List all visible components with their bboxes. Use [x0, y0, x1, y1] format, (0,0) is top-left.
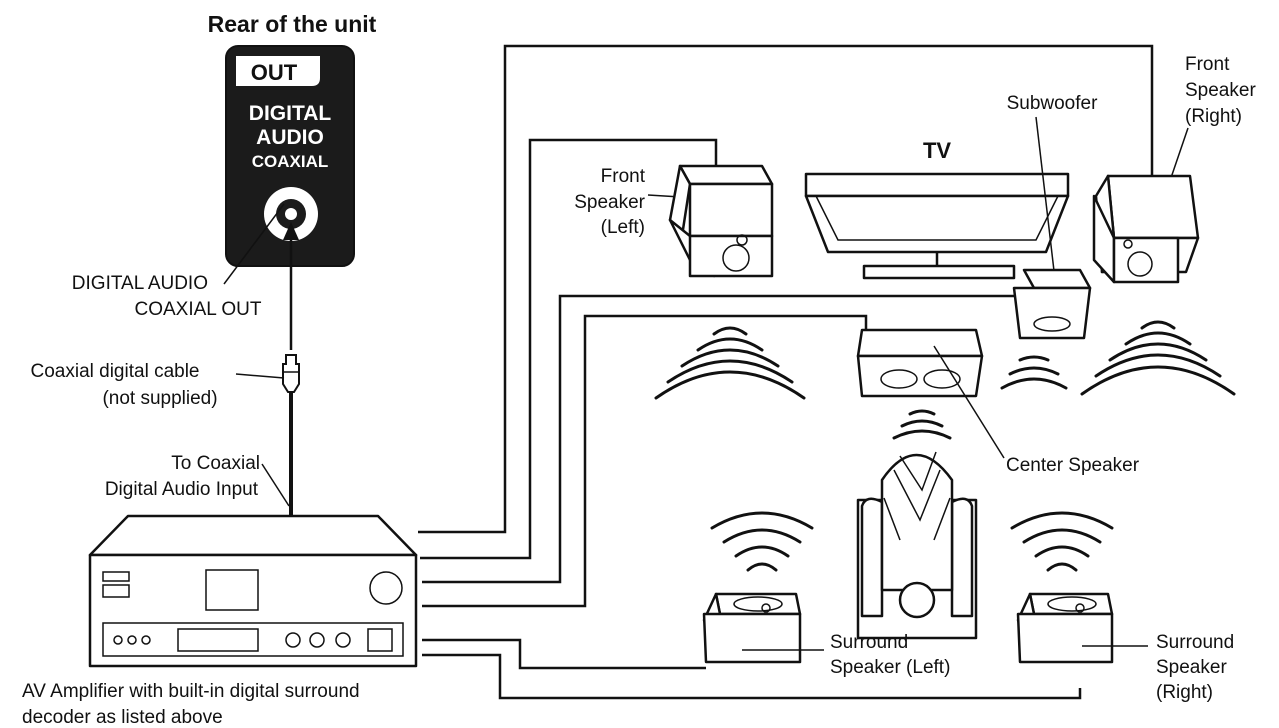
- front-speaker-left-icon: [668, 164, 774, 278]
- front-right-label-1: Front: [1185, 54, 1230, 75]
- surround-right-label-3: (Right): [1156, 682, 1213, 703]
- amp-label-line2: decoder as listed above: [22, 707, 223, 728]
- surround-speaker-left-icon: [702, 592, 802, 664]
- coaxial-jack-pin: [285, 208, 297, 220]
- av-amplifier: [88, 514, 418, 668]
- wire-surround-right: [422, 653, 1082, 700]
- panel-out-label: OUT: [251, 60, 298, 85]
- jack-leader: [223, 203, 285, 285]
- tv-icon: [804, 172, 1070, 280]
- wave-surround-left: [710, 511, 814, 572]
- wave-center: [892, 409, 952, 440]
- input-label-line2: Digital Audio Input: [105, 479, 259, 500]
- subwoofer-leader: [1035, 116, 1057, 289]
- jack-label-line1: DIGITAL AUDIO: [72, 273, 208, 294]
- input-leader: [261, 463, 290, 507]
- coaxial-plug-icon: [282, 354, 300, 393]
- panel-line2: AUDIO: [256, 126, 324, 149]
- wire-surround-left: [422, 638, 706, 670]
- amp-indicator-1: [102, 571, 130, 582]
- tv-label: TV: [923, 138, 951, 163]
- amp-control-strip: [102, 622, 404, 657]
- amp-label-line1: AV Amplifier with built-in digital surro…: [22, 681, 360, 702]
- wire-center: [422, 314, 868, 608]
- panel-line1: DIGITAL: [249, 102, 332, 125]
- amp-top: [88, 514, 418, 557]
- jack-arrow-icon: [283, 222, 299, 240]
- panel-line3: COAXIAL: [252, 152, 329, 171]
- wave-front-right: [1080, 320, 1236, 396]
- rear-panel: OUT DIGITAL AUDIO COAXIAL: [225, 45, 355, 267]
- rear-heading: Rear of the unit: [208, 11, 377, 37]
- center-speaker-icon: [856, 328, 984, 398]
- front-right-label-3: (Right): [1185, 106, 1242, 127]
- amp-volume-knob-icon: [369, 571, 403, 605]
- front-left-label-3: (Left): [601, 217, 645, 238]
- front-left-label-2: Speaker: [574, 192, 645, 213]
- wire-front-right: [418, 44, 1154, 534]
- wave-surround-right: [1010, 511, 1114, 572]
- listener-icon: [856, 451, 978, 640]
- wire-subwoofer: [422, 294, 1020, 584]
- cable-label-line1: Coaxial digital cable: [31, 361, 200, 382]
- surround-left-label-1: Surround: [830, 632, 908, 653]
- cable-leader: [235, 373, 285, 379]
- front-right-label-2: Speaker: [1185, 80, 1256, 101]
- subwoofer-label: Subwoofer: [1007, 93, 1099, 114]
- front-left-label-1: Front: [601, 166, 646, 187]
- speaker-wires: [418, 44, 1154, 700]
- panel-tab: [236, 56, 320, 86]
- jack-label-line2: COAXIAL OUT: [134, 299, 261, 320]
- subwoofer-icon: [1012, 268, 1092, 340]
- center-leader: [933, 345, 1005, 459]
- amp-indicator-2: [102, 584, 130, 598]
- wave-front-left: [654, 326, 806, 400]
- cable-label-line2: (not supplied): [102, 388, 217, 409]
- wave-subwoofer: [1000, 355, 1068, 390]
- wire-front-left: [420, 138, 718, 560]
- input-label-line1: To Coaxial: [171, 453, 260, 474]
- surround-left-label-2: Speaker (Left): [830, 657, 950, 678]
- center-label: Center Speaker: [1006, 455, 1140, 476]
- sound-waves: [654, 320, 1236, 572]
- surround-speaker-right-icon: [1016, 592, 1114, 664]
- surround-right-label-1: Surround: [1156, 632, 1234, 653]
- surround-right-label-2: Speaker: [1156, 657, 1227, 678]
- amp-display: [205, 569, 259, 611]
- front-speaker-right-icon: [1092, 174, 1200, 284]
